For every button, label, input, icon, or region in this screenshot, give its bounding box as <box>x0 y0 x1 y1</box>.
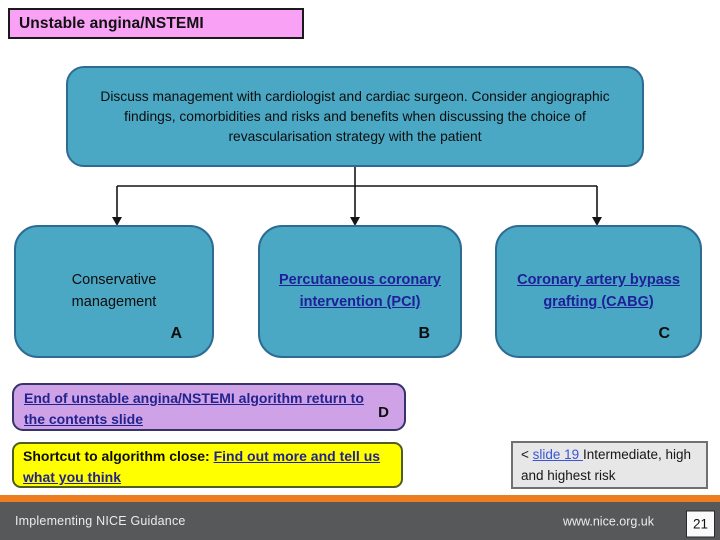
discussion-box: Discuss management with cardiologist and… <box>66 66 644 167</box>
slide-title-box: Unstable angina/NSTEMI <box>8 8 304 39</box>
option-b-letter: B <box>418 325 430 342</box>
shortcut-box: Shortcut to algorithm close: Find out mo… <box>12 442 403 488</box>
slide-title: Unstable angina/NSTEMI <box>19 14 204 32</box>
previous-slide-nav-box: < slide 19 Intermediate, high and highes… <box>511 441 708 489</box>
end-box-letter: D <box>378 403 389 421</box>
slide-19-link[interactable]: slide 19 <box>532 447 583 462</box>
find-out-more-link[interactable]: Find out more and tell us what you think <box>23 448 381 485</box>
discussion-text: Discuss management with cardiologist and… <box>100 88 610 144</box>
option-a-label: Conservative management <box>71 271 157 310</box>
option-a-letter: A <box>170 325 182 342</box>
footer-website-url: www.nice.org.uk <box>562 514 654 528</box>
option-box-conservative-management: Conservative management A <box>14 225 214 358</box>
footer-right-group: www.nice.org.uk 21 <box>563 505 715 538</box>
nav-chevron-text: < <box>521 447 533 462</box>
shortcut-prefix-text: Shortcut to algorithm close: <box>23 448 214 464</box>
option-box-pci: Percutaneous coronary intervention (PCI)… <box>258 225 462 358</box>
accent-divider-bar <box>0 495 720 502</box>
pci-link[interactable]: Percutaneous coronary intervention (PCI) <box>279 271 441 310</box>
footer-branding-text: Implementing NICE Guidance <box>15 514 186 528</box>
page-number-badge: 21 <box>686 510 715 538</box>
return-to-contents-link[interactable]: End of unstable angina/NSTEMI algorithm … <box>24 390 364 427</box>
cabg-link[interactable]: Coronary artery bypass grafting (CABG) <box>517 271 680 310</box>
option-c-letter: C <box>658 325 670 342</box>
end-of-algorithm-box: End of unstable angina/NSTEMI algorithm … <box>12 383 406 431</box>
option-box-cabg: Coronary artery bypass grafting (CABG) C <box>495 225 702 358</box>
nav-description-text: Intermediate, high and highest risk <box>521 447 692 483</box>
footer-bar: Implementing NICE Guidance www.nice.org.… <box>0 502 720 540</box>
